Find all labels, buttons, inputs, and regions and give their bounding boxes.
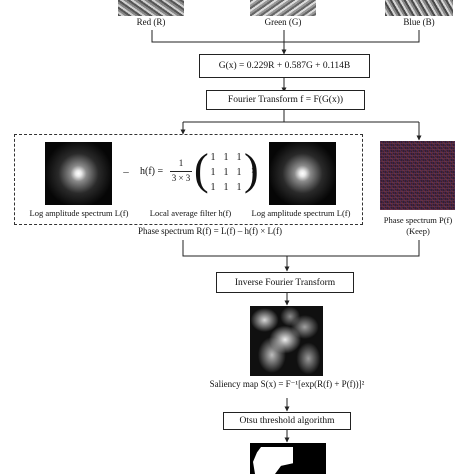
green-channel-image bbox=[250, 0, 316, 16]
matrix-right-paren: ) bbox=[244, 145, 259, 194]
matrix-cell: 1 bbox=[223, 182, 229, 193]
phase-keep-sublabel: (Keep) bbox=[406, 226, 430, 236]
times-operator: × bbox=[250, 165, 258, 177]
otsu-step: Otsu threshold algorithm bbox=[223, 412, 351, 430]
fourier-step: Fourier Transform f = F(G(x)) bbox=[206, 90, 365, 110]
matrix-row: 1 1 1 bbox=[209, 150, 243, 165]
result-white-region bbox=[253, 447, 293, 474]
log-amplitude-label-left: Log amplitude spectrum L(f) bbox=[29, 208, 129, 218]
filter-fraction-denominator: 3 × 3 bbox=[171, 173, 191, 183]
log-amplitude-image-right bbox=[269, 142, 336, 205]
matrix-row: 1 1 1 bbox=[209, 165, 243, 180]
saliency-caption: Saliency map S(x) = F⁻¹[exp(R(f) + P(f))… bbox=[209, 379, 365, 389]
fraction-bar bbox=[170, 171, 192, 172]
matrix-cell: 1 bbox=[223, 152, 229, 163]
blue-channel-label: Blue (B) bbox=[403, 17, 435, 27]
blue-channel-image bbox=[385, 0, 453, 16]
filter-fraction-numerator: 1 bbox=[178, 158, 184, 168]
filter-caption: Local average filter h(f) bbox=[149, 208, 232, 218]
spectral-residual-region bbox=[14, 134, 363, 225]
matrix-cell: 1 bbox=[210, 152, 216, 163]
matrix-cell: 1 bbox=[223, 167, 229, 178]
phase-spectrum-image bbox=[380, 141, 455, 210]
log-amplitude-label-right: Log amplitude spectrum L(f) bbox=[251, 208, 351, 218]
matrix-cell: 1 bbox=[210, 182, 216, 193]
matrix-cell: 1 bbox=[210, 167, 216, 178]
minus-operator: – bbox=[123, 166, 129, 178]
saliency-map-image bbox=[250, 306, 323, 376]
saliency-blob bbox=[250, 306, 323, 376]
grayscale-step: G(x) = 0.229R + 0.587G + 0.114B bbox=[199, 54, 370, 78]
filter-lhs: h(f) = bbox=[140, 166, 164, 177]
log-amplitude-image-left bbox=[45, 142, 112, 205]
matrix-cell: 1 bbox=[236, 182, 242, 193]
matrix-cell: 1 bbox=[236, 167, 242, 178]
matrix-left-paren: ( bbox=[194, 145, 209, 194]
phase-keep-label: Phase spectrum P(f) bbox=[383, 215, 453, 225]
green-channel-label: Green (G) bbox=[264, 17, 302, 27]
filter-matrix: 1 1 1 1 1 1 1 1 1 bbox=[209, 150, 243, 195]
phase-residual-formula: Phase spectrum R(f) = L(f) – h(f) × L(f) bbox=[137, 226, 283, 236]
red-channel-label: Red (R) bbox=[136, 17, 166, 27]
red-channel-image bbox=[118, 0, 184, 16]
matrix-cell: 1 bbox=[236, 152, 242, 163]
inverse-fourier-step: Inverse Fourier Transform bbox=[216, 272, 354, 293]
binary-result-image bbox=[250, 443, 326, 474]
matrix-row: 1 1 1 bbox=[209, 180, 243, 195]
